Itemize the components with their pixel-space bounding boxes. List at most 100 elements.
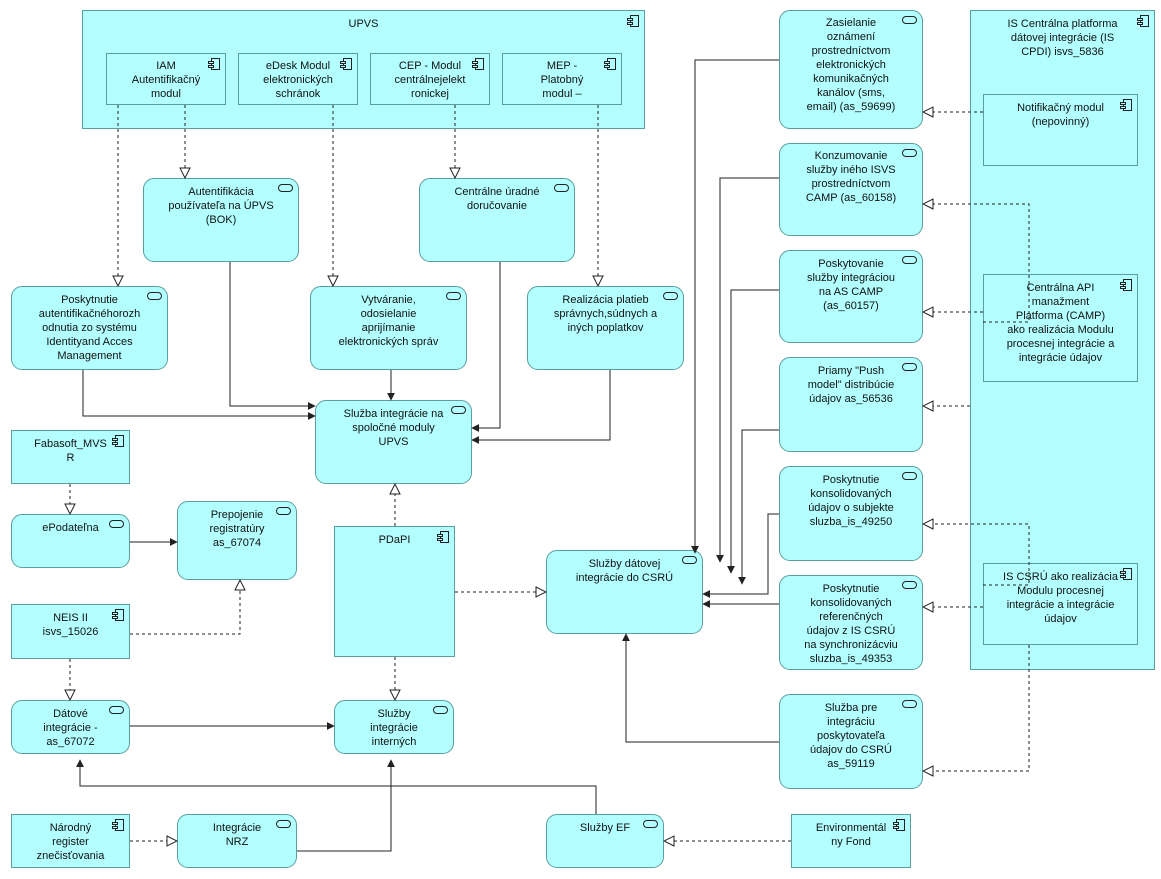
environmental-component[interactable]: Environmentál ny Fond [791,814,911,868]
neis-component[interactable]: NEIS II isvs_15026 [11,604,130,659]
is-csru-label: IS CSRÚ ako realizácia Modulu procesnej … [1003,571,1118,625]
flow-zasielanie-datove [691,59,779,554]
sluzby-datovej-service[interactable]: Služby dátovej integrácie do CSRÚ [546,550,703,634]
flow-priamy-datove [738,429,779,585]
sluzba-pre-service[interactable]: Služba pre integráciu poskytovateľa údaj… [779,694,923,789]
prepojenie-service[interactable]: Prepojenie registratúry as_67074 [177,501,297,580]
service-icon [663,292,678,300]
component-icon [1120,568,1132,580]
flow-nrz-interne [297,759,395,852]
narodny-component[interactable]: Národný register znečisťovania [11,814,130,868]
priamy-label: Priamy "Push model" distribúcie údajov a… [807,365,895,405]
integracie-nrz-service[interactable]: Integrácie NRZ [177,814,297,868]
datove-integr-label: Dátové integrácie - as_67072 [43,708,98,748]
datove-integr-service[interactable]: Dátové integrácie - as_67072 [11,700,130,754]
component-icon [893,819,905,831]
flow-autentifikacia-sluzba [229,262,316,410]
flow-sluzba-pre-datove [622,633,779,743]
camp-component[interactable]: Centrálna API manažment Platforma (CAMP)… [983,274,1138,382]
flow-ef-datove [76,759,597,814]
konsolidovane-subjekt-label: Poskytnutie konsolidovaných údajov o sub… [808,474,894,528]
service-icon [451,406,466,414]
notifikacny-label: Notifikačný modul (nepovinný) [1017,102,1104,128]
prepojenie-label: Prepojenie registratúry as_67074 [209,509,265,549]
sluzba-integracie-service[interactable]: Služba integrácie na spoločné moduly UPV… [315,400,472,484]
flow-konsolidovane-subjekt-datove [702,513,779,598]
component-icon [604,58,616,70]
narodny-label: Národný register znečisťovania [36,822,105,862]
service-icon [902,363,917,371]
centralne-doruc-service[interactable]: Centrálne úradné doručovanie [419,178,575,262]
sluzba-pre-label: Služba pre integráciu poskytovateľa údaj… [810,702,892,770]
service-icon [902,149,917,157]
component-icon [112,435,124,447]
konzumovanie-service[interactable]: Konzumovanie služby iného ISVS prostredn… [779,143,923,236]
is-centralna-label: IS Centrálna platforma dátovej integráci… [1007,18,1118,58]
component-icon [112,609,124,621]
service-icon [554,184,569,192]
integracie-nrz-label: Integrácie NRZ [212,822,262,848]
mep-label: MEP - Platobný modul – [540,60,584,100]
flow-centralne-sluzba [471,262,501,432]
sluzba-integracie-label: Služba integrácie na spoločné moduly UPV… [343,408,444,448]
autentifikacia-label: Autentifikácia používateľa na ÚPVS (BOK) [168,186,274,226]
poskytnutie-aut-service[interactable]: Poskytnutie autentifikačnéhorozh odnutia… [11,286,168,370]
vytvaranie-label: Vytváranie, odosielanie aprijímanie elek… [338,294,439,348]
service-icon [902,256,917,264]
mep-component[interactable]: MEP - Platobný modul – [502,53,622,105]
epodatelna-service[interactable]: ePodateľna [11,514,130,568]
konzumovanie-label: Konzumovanie služby iného ISVS prostredn… [805,150,897,204]
vytvaranie-service[interactable]: Vytváranie, odosielanie aprijímanie elek… [310,286,467,370]
autentifikacia-service[interactable]: Autentifikácia používateľa na ÚPVS (BOK) [143,178,299,262]
poskytovanie-label: Poskytovanie služby integráciou na AS CA… [806,258,896,312]
service-icon [446,292,461,300]
service-icon [276,820,291,828]
service-icon [643,820,658,828]
service-icon [278,184,293,192]
service-icon [276,507,291,515]
component-icon [1120,99,1132,111]
cep-component[interactable]: CEP - Modul centrálnejelekt ronickej [370,53,490,105]
sluzby-ef-service[interactable]: Služby EF [546,814,664,868]
edesk-label: eDesk Modul elektronických schránok [263,60,333,100]
iam-component[interactable]: IAM Autentifikačný modul [106,53,226,105]
service-icon [109,706,124,714]
sluzby-interne-service[interactable]: Služby integrácie interných [334,700,454,754]
service-icon [433,706,448,714]
flow-realizacia-sluzba [471,370,611,444]
upvs-label: UPVS [348,18,379,30]
component-icon [627,15,639,27]
service-icon [902,700,917,708]
service-icon [147,292,162,300]
neis-label: NEIS II isvs_15026 [42,612,99,638]
flow-poskytnutie-sluzba [82,370,316,420]
fabasoft-component[interactable]: Fabasoft_MVS R [11,430,130,484]
component-icon [208,58,220,70]
is-csru-component[interactable]: IS CSRÚ ako realizácia Modulu procesnej … [983,563,1138,645]
service-icon [902,581,917,589]
service-icon [902,472,917,480]
priamy-service[interactable]: Priamy "Push model" distribúcie údajov a… [779,357,923,452]
component-icon [1120,279,1132,291]
iam-label: IAM Autentifikačný modul [131,60,201,100]
realizacia-service[interactable]: Realizácia platieb správnych,súdnych a i… [527,286,684,370]
component-icon [1137,15,1149,27]
camp-label: Centrálna API manažment Platforma (CAMP)… [1006,282,1115,364]
zasielanie-label: Zasielanie oznámení prostredníctvom elek… [806,17,896,113]
cep-label: CEP - Modul centrálnejelekt ronickej [394,60,466,100]
component-icon [437,531,449,543]
sluzby-interne-label: Služby integrácie interných [370,708,418,748]
service-icon [902,16,917,24]
zasielanie-service[interactable]: Zasielanie oznámení prostredníctvom elek… [779,10,923,129]
konsolidovane-ref-service[interactable]: Poskytnutie konsolidovaných referenčných… [779,575,923,670]
pdapi-component[interactable]: PDaPI [334,526,455,657]
poskytnutie-aut-label: Poskytnutie autentifikačnéhorozh odnutia… [38,294,141,362]
pdapi-label: PDaPI [378,534,411,546]
notifikacny-component[interactable]: Notifikačný modul (nepovinný) [983,94,1138,166]
centralne-doruc-label: Centrálne úradné doručovanie [454,186,540,212]
poskytovanie-service[interactable]: Poskytovanie služby integráciou na AS CA… [779,250,923,343]
konsolidovane-subjekt-service[interactable]: Poskytnutie konsolidovaných údajov o sub… [779,466,923,561]
edesk-component[interactable]: eDesk Modul elektronických schránok [238,53,358,105]
service-icon [682,556,697,564]
